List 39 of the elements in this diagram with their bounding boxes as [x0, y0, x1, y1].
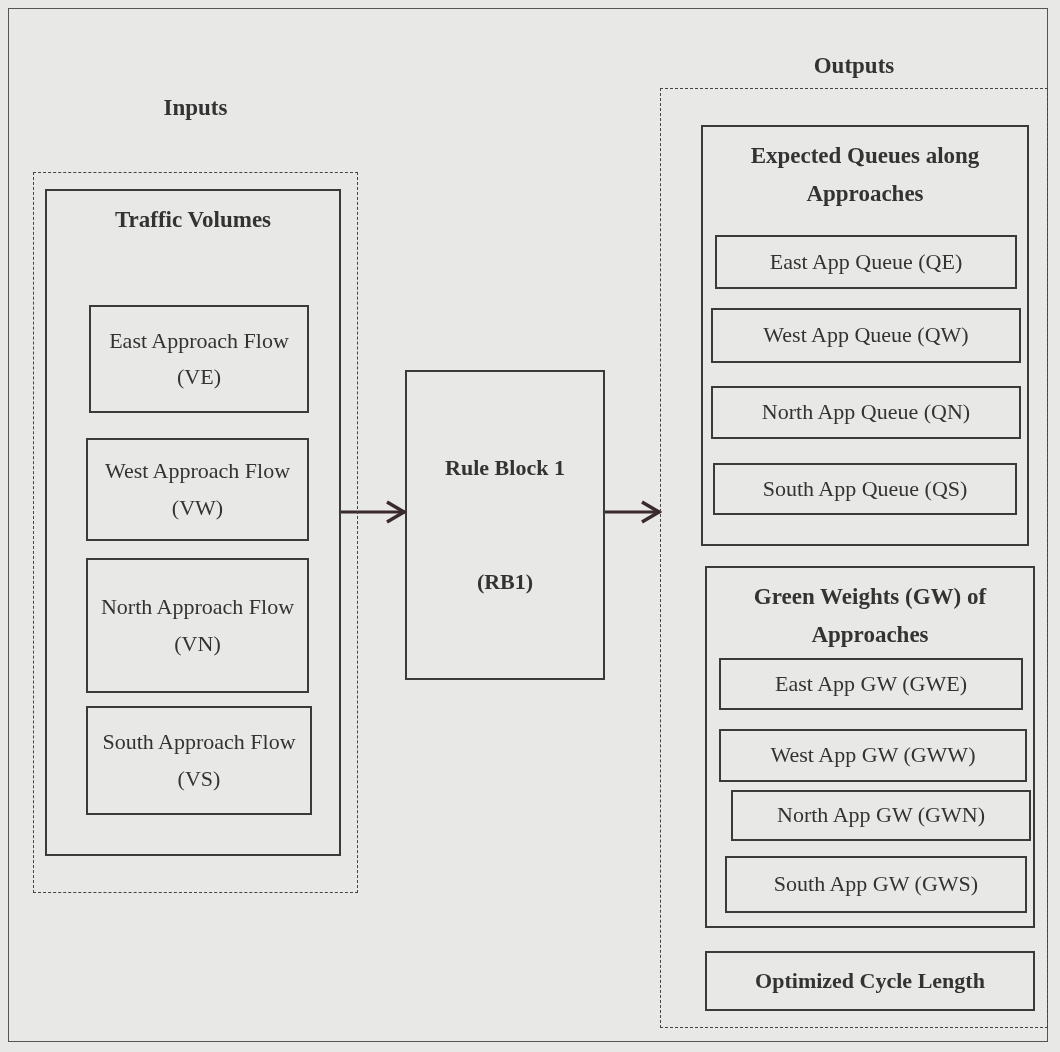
- box-label: Rule Block 1: [444, 453, 566, 482]
- box-label: North App Queue (QN): [760, 398, 972, 427]
- arrow: [605, 500, 661, 524]
- item-box: [89, 305, 309, 413]
- box-label: Optimized Cycle Length: [754, 966, 986, 995]
- section-box: [45, 189, 341, 856]
- box-label: East Approach Flow (VE): [108, 326, 290, 391]
- box-label: (RB1): [475, 567, 535, 596]
- box-heading: Expected Queues along Approaches: [749, 142, 981, 208]
- section-box: [701, 125, 1029, 546]
- box-heading: Inputs: [162, 94, 229, 122]
- item-box: [719, 729, 1027, 782]
- item-box: [719, 658, 1023, 710]
- item-box: [86, 706, 312, 815]
- rule-block-box: [405, 370, 605, 680]
- item-box: [713, 463, 1017, 515]
- box-heading: Traffic Volumes: [113, 206, 273, 234]
- box-heading: Outputs: [812, 52, 896, 80]
- box-label: East App Queue (QE): [768, 247, 964, 276]
- box-label: South App GW (GWS): [772, 870, 980, 899]
- arrow: [340, 500, 406, 524]
- box-label: West Approach Flow (VW): [103, 457, 292, 522]
- box-label: North Approach Flow (VN): [99, 593, 296, 658]
- box-label: East App GW (GWE): [773, 669, 969, 698]
- item-box: [86, 438, 309, 541]
- item-box: [731, 790, 1031, 841]
- box-label: North App GW (GWN): [776, 801, 986, 830]
- box-label: West App GW (GWW): [769, 741, 977, 770]
- box-heading: Green Weights (GW) of Approaches: [752, 583, 988, 649]
- item-box: [705, 951, 1035, 1011]
- item-box: [711, 386, 1021, 439]
- item-box: [86, 558, 309, 693]
- item-box: [725, 856, 1027, 913]
- item-box: [711, 308, 1021, 363]
- box-label: South App Queue (QS): [761, 474, 969, 503]
- item-box: [715, 235, 1017, 289]
- section-box: [705, 566, 1035, 928]
- box-label: South Approach Flow (VS): [101, 728, 297, 793]
- box-label: West App Queue (QW): [762, 321, 970, 350]
